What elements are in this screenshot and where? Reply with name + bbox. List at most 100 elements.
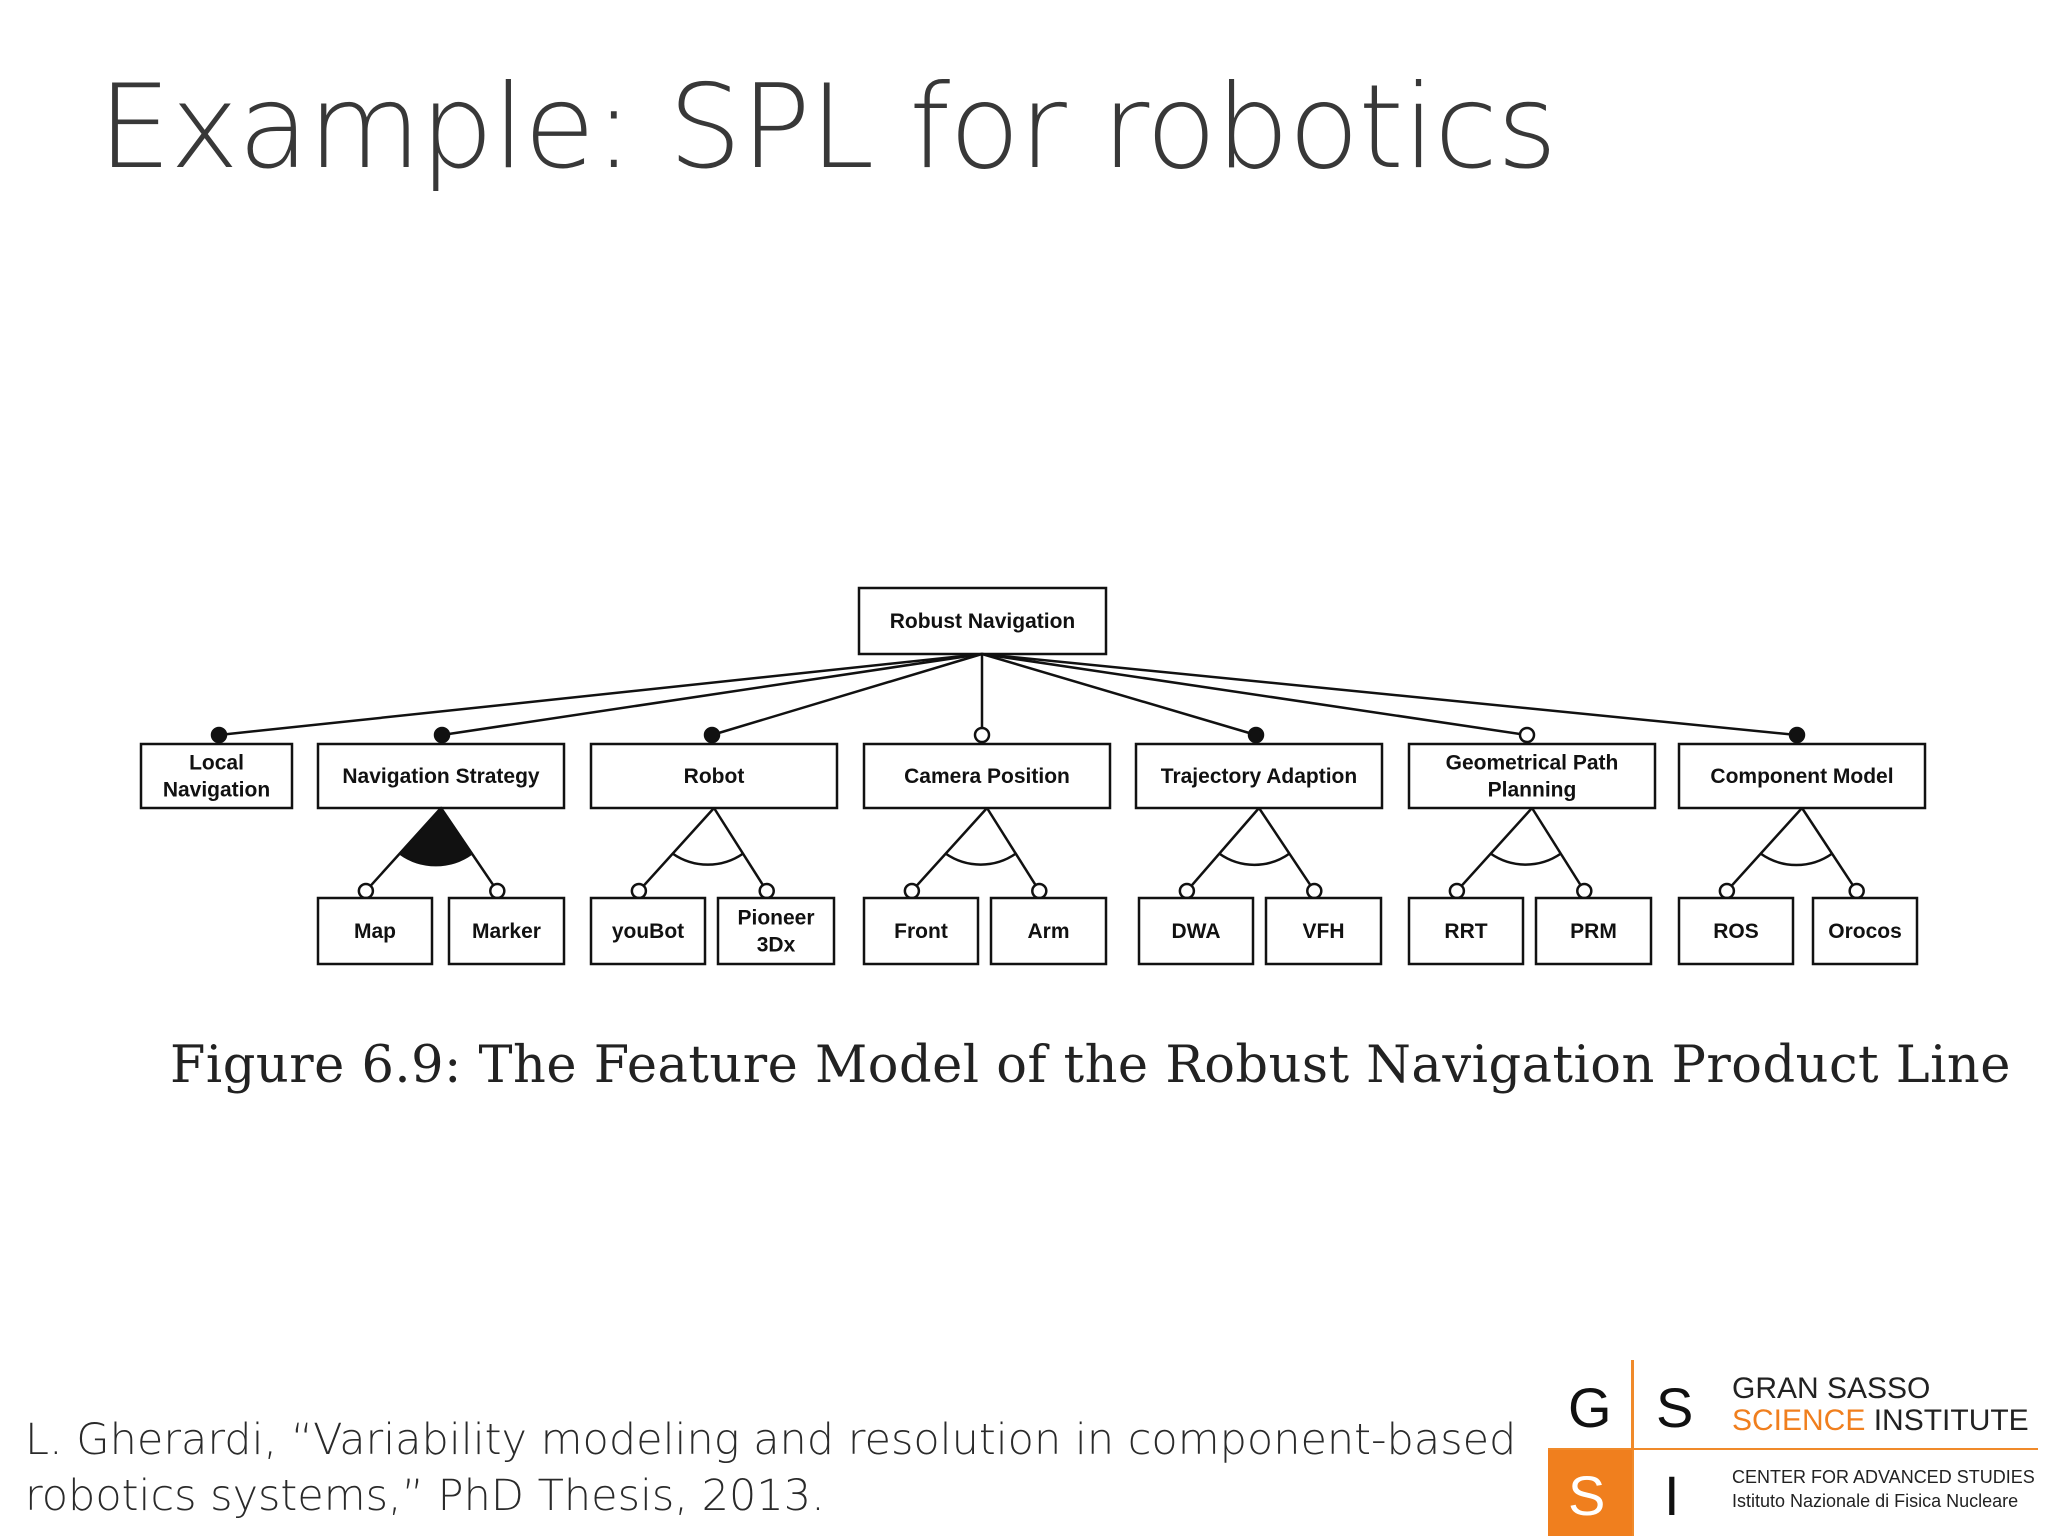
feature-ros-label: ROS [1713,920,1759,943]
optional-marker-trajectory-adaption-child-0 [1178,882,1196,900]
feature-arm-box [989,896,1108,966]
edge-component-model-child-1 [1800,807,1858,892]
feature-navigation-strategy-box [316,742,566,810]
edge-robot-child-1 [712,807,768,892]
edge-geometrical-path-planning-child-1 [1530,807,1586,892]
logo-divider-horizontal [1548,1448,2038,1450]
edge-navigation-strategy-child-0 [364,807,442,892]
feature-map-label: Map [354,920,396,943]
feature-front-box [862,896,980,966]
mandatory-marker-trajectory-adaption [1247,726,1265,744]
optional-marker-robot-child-1 [758,882,775,900]
logo-letter-g: G [1568,1376,1612,1439]
root-feature-label: Robust Navigation [890,610,1076,633]
feature-geometrical-path-planning-label: Geometrical Path [1446,752,1619,775]
root-feature-box [857,586,1108,656]
slide-title: Example: SPL for robotics [98,60,1557,195]
logo-subtitle-2: Istituto Nazionale di Fisica Nucleare [1732,1491,2019,1511]
feature-vfh-box [1264,896,1383,966]
mandatory-marker-component-model [1788,726,1806,744]
feature-trajectory-adaption-label: Trajectory Adaption [1161,765,1357,788]
feature-youbot-box [589,896,707,966]
feature-navigation-strategy-label: Navigation Strategy [342,765,540,788]
feature-geometrical-path-planning-box [1407,742,1657,810]
optional-marker-geometrical-path-planning-child-0 [1448,882,1466,900]
feature-pioneer-3dx-label: Pioneer [737,907,814,930]
feature-camera-position-box [862,742,1112,810]
logo-name-accent: SCIENCE [1732,1404,1866,1437]
alternative-group-arc-camera-position [944,852,1017,866]
optional-marker-trajectory-adaption-child-1 [1306,882,1323,900]
or-group-marker-navigation-strategy [398,806,474,867]
feature-trajectory-adaption-box [1134,742,1384,810]
optional-marker-camera-position-child-0 [903,882,921,900]
edge-trajectory-adaption-child-1 [1257,807,1316,892]
feature-camera-position-label: Camera Position [904,765,1070,788]
feature-rrt-box [1407,896,1525,966]
mandatory-marker-local-navigation [210,726,228,744]
feature-component-model-label: Component Model [1710,765,1893,788]
feature-rrt-label: RRT [1444,920,1487,943]
feature-front-label: Front [894,920,948,943]
edge-robot-child-0 [637,807,715,892]
edge-navigation-strategy [441,652,983,737]
mandatory-marker-robot [703,726,721,744]
optional-marker-geometrical-path-planning [1518,726,1536,744]
feature-local-navigation-label: Navigation [163,779,270,802]
edge-trajectory-adaption-child-0 [1185,807,1260,892]
alternative-group-arc-component-model [1759,852,1833,867]
feature-arm-label: Arm [1027,920,1069,943]
logo-subtitle-1: CENTER FOR ADVANCED STUDIES [1732,1467,2035,1487]
edge-component-model [981,652,1798,737]
edge-camera-position-child-0 [910,807,988,892]
logo-letter-s: S [1656,1376,1694,1439]
feature-ros-box [1677,896,1795,966]
optional-marker-navigation-strategy-child-0 [357,882,375,900]
logo-letter-i: I [1664,1464,1680,1527]
edge-local-navigation [218,652,983,737]
feature-local-navigation-label: Local [189,752,244,775]
alternative-group-arc-robot [671,852,744,866]
feature-local-navigation-box [139,742,294,810]
optional-marker-component-model-child-1 [1848,882,1865,900]
feature-robot-label: Robot [684,765,745,788]
citation: L. Gherardi, “Variability modeling and r… [25,1412,1525,1524]
edge-robot [711,652,983,737]
optional-marker-geometrical-path-planning-child-1 [1576,882,1593,900]
feature-marker-box [447,896,566,966]
feature-orocos-box [1811,896,1919,966]
edge-trajectory-adaption [981,652,1257,737]
feature-prm-box [1534,896,1653,966]
feature-geometrical-path-planning-label: Planning [1488,779,1577,802]
feature-pioneer-3dx-label: 3Dx [757,934,796,957]
feature-dwa-label: DWA [1172,920,1221,943]
logo-name-line-1: GRAN SASSO [1732,1372,1931,1405]
optional-marker-camera-position [973,726,991,744]
mandatory-marker-navigation-strategy [433,726,451,744]
feature-pioneer-3dx-box [716,896,836,966]
logo-name-line-2: SCIENCE INSTITUTE [1732,1406,2029,1436]
optional-marker-component-model-child-0 [1718,882,1736,900]
feature-map-box [316,896,434,966]
logo-orange-square [1548,1450,1632,1536]
gssi-logo: G S S I GRAN SASSO SCIENCE INSTITUTE CEN… [1548,1360,2038,1536]
feature-prm-label: PRM [1570,920,1617,943]
feature-vfh-label: VFH [1303,920,1345,943]
feature-dwa-box [1137,896,1255,966]
optional-marker-camera-position-child-1 [1031,882,1048,900]
feature-component-model-box [1677,742,1927,810]
feature-youbot-label: youBot [612,920,684,943]
edge-geometrical-path-planning [981,652,1528,737]
alternative-group-arc-geometrical-path-planning [1489,852,1562,866]
alternative-group-arc-trajectory-adaption [1218,852,1291,867]
logo-letter-s-orange: S [1568,1464,1606,1527]
optional-marker-robot-child-0 [630,882,648,900]
edge-navigation-strategy-child-1 [439,807,499,892]
feature-marker-label: Marker [472,920,541,943]
edge-camera-position-child-1 [985,807,1041,892]
optional-marker-navigation-strategy-child-1 [489,882,506,900]
figure-caption: Figure 6.9: The Feature Model of the Rob… [170,1036,2011,1095]
citation-line-2: robotics systems,” PhD Thesis, 2013. [25,1471,825,1521]
feature-orocos-label: Orocos [1828,920,1902,943]
